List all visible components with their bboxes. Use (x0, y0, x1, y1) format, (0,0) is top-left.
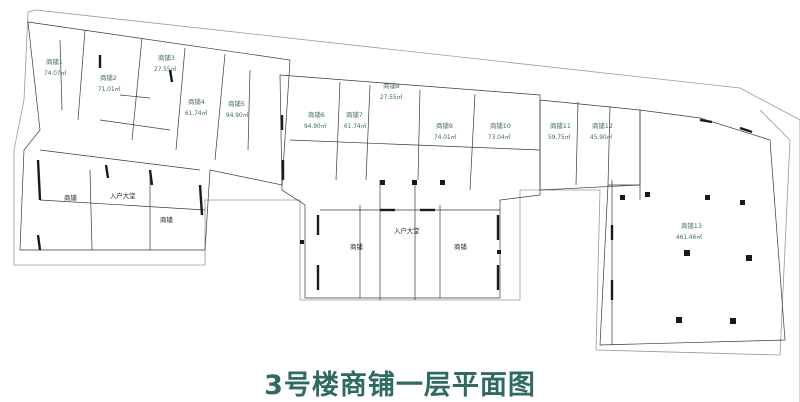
shop-5-area: 94.90㎡ (226, 111, 249, 119)
shop-11-area: 59.75㎡ (548, 133, 571, 141)
middle-unit-label-b: 商铺 (454, 242, 467, 251)
shop-3-area: 27.55㎡ (154, 65, 177, 73)
shop-8-name: 商铺8 (383, 81, 400, 90)
shop-2-area: 71.01㎡ (98, 85, 121, 93)
left-wing (19, 21, 291, 251)
shop-2-name: 商铺2 (100, 73, 117, 82)
shop-labels: 商铺1 74.07㎡ 商铺2 71.01㎡ 商铺3 27.55㎡ 商铺4 61.… (44, 53, 702, 241)
shop-7-area: 61.74㎡ (344, 122, 367, 130)
shop-9-name: 商铺9 (436, 121, 453, 130)
shop-10-area: 73.04㎡ (488, 133, 511, 141)
right-block (539, 99, 786, 346)
room-labels: 入户大堂 商铺 商铺 入户大堂 商铺 商铺 (64, 191, 467, 251)
shop-1-name: 商铺1 (46, 57, 63, 66)
shop-9-area: 74.01㎡ (434, 133, 457, 141)
left-unit-label-b: 商铺 (160, 215, 173, 224)
shop-1-area: 74.07㎡ (44, 69, 67, 77)
shop-5-name: 商铺5 (228, 99, 245, 108)
columns (300, 180, 752, 324)
shop-7-name: 商铺7 (346, 110, 363, 119)
shop-3-name: 商铺3 (158, 53, 175, 62)
site-outline (13, 9, 800, 402)
shop-4-area: 61.74㎡ (185, 109, 208, 117)
shop-8-area: 27.55㎡ (380, 93, 403, 101)
left-lobby-label: 入户大堂 (110, 191, 136, 200)
structural-walls (36, 55, 753, 300)
shop-13-area: 461.46㎡ (676, 233, 702, 241)
middle-unit-label-a: 商铺 (350, 242, 363, 251)
shop-6-name: 商铺6 (308, 110, 325, 119)
plan-title: 3号楼商铺一层平面图 (264, 370, 536, 401)
shop-6-area: 94.90㎡ (304, 122, 327, 130)
shop-12-name: 商铺12 (592, 121, 613, 130)
shop-4-name: 商铺4 (188, 97, 205, 106)
shop-10-name: 商铺10 (490, 121, 511, 130)
shop-13-name: 商铺13 (681, 221, 702, 230)
shop-12-area: 45.90㎡ (590, 133, 613, 141)
middle-lobby-label: 入户大堂 (394, 226, 420, 235)
middle-block (279, 74, 541, 300)
shop-11-name: 商铺11 (550, 121, 571, 130)
left-unit-label-a: 商铺 (64, 193, 77, 202)
